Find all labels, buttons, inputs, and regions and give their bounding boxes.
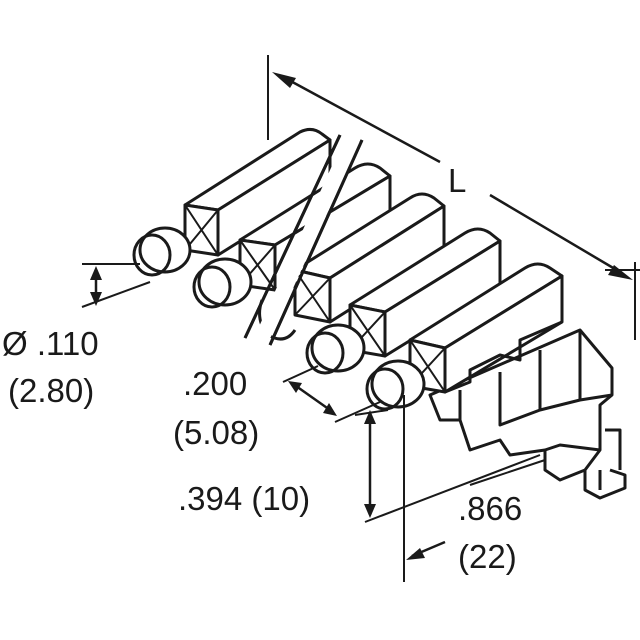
length-label: L [448,162,466,199]
diameter-inch-label: Ø .110 [2,325,99,362]
height-label: .394 (10) [178,480,310,517]
pin-4 [305,227,502,375]
pin-5 [365,262,564,411]
dimension-height: .394 (10) [178,409,389,518]
depth-inch-label: .866 [458,490,522,527]
dimension-length: L [267,55,640,340]
housing [428,328,614,482]
pin-3 [258,192,446,341]
dimension-diameter: Ø .110 (2.80) [2,263,151,409]
break-line [243,134,364,346]
diameter-mm-label: (2.80) [8,372,94,409]
pitch-mm-label: (5.08) [173,414,259,451]
depth-mm-label: (22) [458,538,517,575]
dimension-depth: .866 (22) [364,395,546,582]
mounting-pin [583,428,627,500]
pitch-inch-label: .200 [183,365,247,402]
dimension-pitch: .200 (5.08) [173,365,381,451]
pin-1 [132,127,332,277]
